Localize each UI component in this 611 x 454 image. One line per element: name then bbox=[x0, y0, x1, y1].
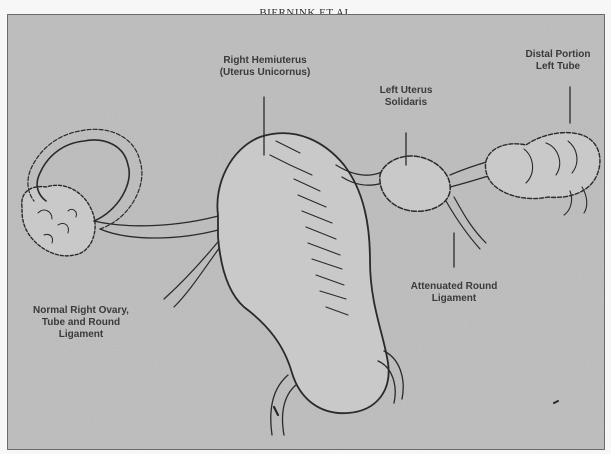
label-left-uterus-solidaris: Left Uterus Solidaris bbox=[358, 85, 454, 109]
label-distal-portion-left-tube: Distal Portion Left Tube bbox=[512, 49, 604, 73]
illustration-plate: Right Hemiuterus (Uterus Unicornus) Left… bbox=[7, 14, 605, 450]
label-normal-right-ovary: Normal Right Ovary, Tube and Round Ligam… bbox=[8, 305, 154, 341]
anatomy-drawing bbox=[8, 15, 604, 449]
label-attenuated-round-ligament: Attenuated Round Ligament bbox=[394, 281, 514, 305]
label-right-hemiuterus: Right Hemiuterus (Uterus Unicornus) bbox=[194, 55, 336, 79]
